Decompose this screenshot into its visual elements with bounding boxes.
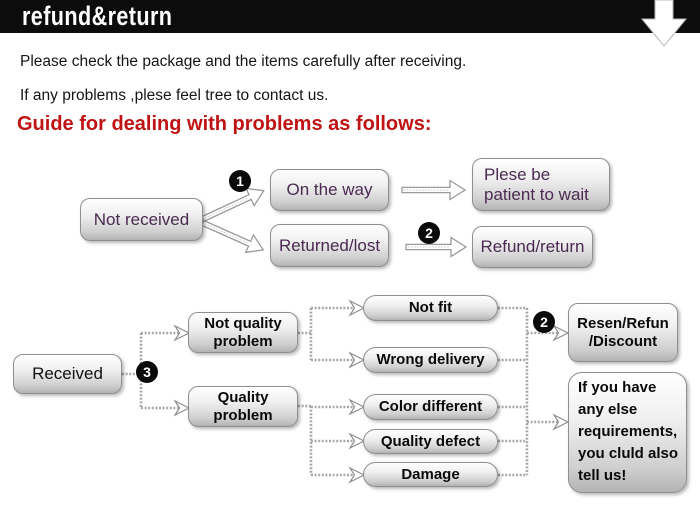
node-label: Received (32, 364, 103, 384)
node-received: Received (13, 354, 122, 394)
node-wrong-delivery: Wrong delivery (363, 347, 498, 373)
node-quality-problem: Quality problem (188, 386, 298, 427)
badge-step-2-bottom: 2 (533, 311, 555, 333)
intro-line-1: Please check the package and the items c… (20, 53, 467, 70)
page-title: refund&return (22, 1, 173, 31)
node-label: Wrong delivery (376, 351, 485, 369)
node-label-line2: problem (213, 332, 273, 350)
node-refund-return: Refund/return (472, 226, 593, 268)
node-not-received: Not received (80, 198, 203, 241)
intro-line-2: If any problems ,plese feel tree to cont… (20, 87, 329, 104)
node-on-the-way: On the way (270, 169, 389, 211)
node-label: Color different (378, 398, 483, 416)
node-not-fit: Not fit (363, 295, 498, 321)
node-label: Not fit (408, 299, 453, 317)
node-label: If you have any else requirements, you c… (578, 379, 679, 484)
node-returned-lost: Returned/lost (270, 224, 389, 267)
node-label-line2: patient to wait (484, 184, 589, 204)
badge-step-2-top: 2 (418, 222, 440, 244)
node-label-line1: Plese be (484, 164, 551, 184)
node-not-quality-problem: Not quality problem (188, 312, 298, 353)
arrow-on-the-way-to-wait (401, 179, 467, 201)
node-resend-refund-discount: Resen/Refun /Discount (568, 303, 678, 362)
node-label-line2: /Discount (588, 332, 658, 350)
node-label-line2: problem (213, 406, 273, 424)
node-quality-defect: Quality defect (363, 429, 498, 454)
guide-heading: Guide for dealing with problems as follo… (17, 113, 432, 135)
badge-step-1: 1 (229, 170, 251, 192)
node-label: Damage (401, 465, 460, 483)
node-label-line1: Not quality (204, 315, 282, 333)
fork-arrow-down (201, 219, 265, 254)
arrow-returned-to-refund (405, 236, 468, 258)
node-label: Refund/return (480, 237, 585, 257)
node-damage: Damage (363, 462, 498, 487)
node-plese-wait: Plese be patient to wait (472, 158, 610, 211)
badge-step-3: 3 (136, 361, 158, 383)
down-arrow-icon (641, 0, 687, 47)
node-label: Returned/lost (278, 235, 381, 255)
fork-arrow-up (201, 187, 265, 223)
node-other-requirements: If you have any else requirements, you c… (568, 372, 687, 493)
node-label-line1: Resen/Refun (577, 315, 669, 333)
node-label-line1: Quality (217, 389, 269, 407)
node-label: Not received (93, 209, 190, 229)
header-bar: refund&return (0, 0, 700, 33)
node-color-different: Color different (363, 394, 498, 420)
node-label: On the way (286, 180, 373, 200)
node-label: Quality defect (380, 432, 481, 450)
